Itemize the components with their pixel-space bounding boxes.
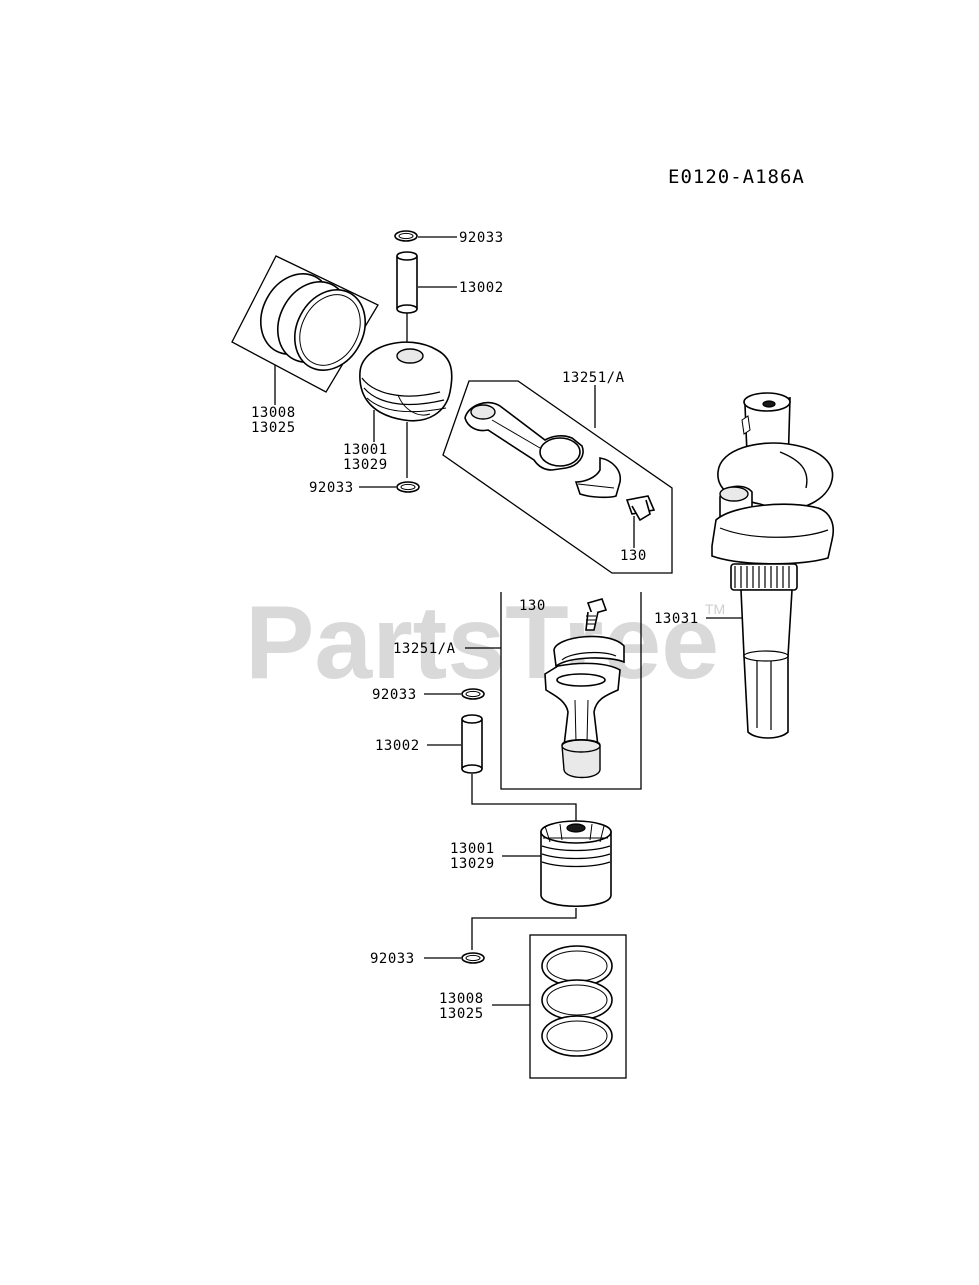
clip-bottom-part[interactable] bbox=[461, 952, 485, 964]
callout-clip-mid: 92033 bbox=[309, 480, 354, 496]
callout-piston-bottom-a: 13001 bbox=[450, 841, 495, 857]
callout-rings-top-b: 13025 bbox=[251, 420, 296, 436]
callout-rings-bottom-b: 13025 bbox=[439, 1006, 484, 1022]
piston-rings-top-part[interactable] bbox=[231, 255, 379, 393]
callout-pin-top: 13002 bbox=[459, 280, 504, 296]
callout-bolt-top: 130 bbox=[620, 548, 647, 564]
piston-pin-bottom-part[interactable] bbox=[461, 714, 483, 774]
callout-conrod-top: 13251/A bbox=[562, 370, 625, 386]
piston-rings-bottom-part[interactable] bbox=[541, 945, 613, 1057]
callout-piston-bottom-b: 13029 bbox=[450, 856, 495, 872]
callout-rings-bottom-a: 13008 bbox=[439, 991, 484, 1007]
clip-top-part[interactable] bbox=[394, 230, 418, 242]
callout-conrod-bottom: 13251/A bbox=[393, 641, 456, 657]
crankshaft-part[interactable] bbox=[711, 392, 834, 739]
piston-pin-top-part[interactable] bbox=[396, 251, 418, 314]
piston-top-part[interactable] bbox=[359, 341, 453, 422]
callout-pin-bottom: 13002 bbox=[375, 738, 420, 754]
connecting-rod-top-part[interactable] bbox=[442, 380, 673, 574]
clip-lower-part[interactable] bbox=[461, 688, 485, 700]
connecting-rod-bottom-part[interactable] bbox=[544, 598, 625, 779]
callout-clip-bottom: 92033 bbox=[370, 951, 415, 967]
piston-bottom-part[interactable] bbox=[540, 820, 612, 908]
callout-clip-lower: 92033 bbox=[372, 687, 417, 703]
callout-rings-top-a: 13008 bbox=[251, 405, 296, 421]
callout-crankshaft: 13031 bbox=[654, 611, 699, 627]
clip-mid-part[interactable] bbox=[396, 481, 420, 493]
watermark: PartsTree bbox=[245, 585, 719, 701]
diagram-code: E0120-A186A bbox=[668, 166, 805, 188]
callout-bolt-bottom: 130 bbox=[519, 598, 546, 614]
callout-piston-top-a: 13001 bbox=[343, 442, 388, 458]
callout-piston-top-b: 13029 bbox=[343, 457, 388, 473]
watermark-trademark: TM bbox=[705, 601, 725, 617]
callout-clip-top: 92033 bbox=[459, 230, 504, 246]
